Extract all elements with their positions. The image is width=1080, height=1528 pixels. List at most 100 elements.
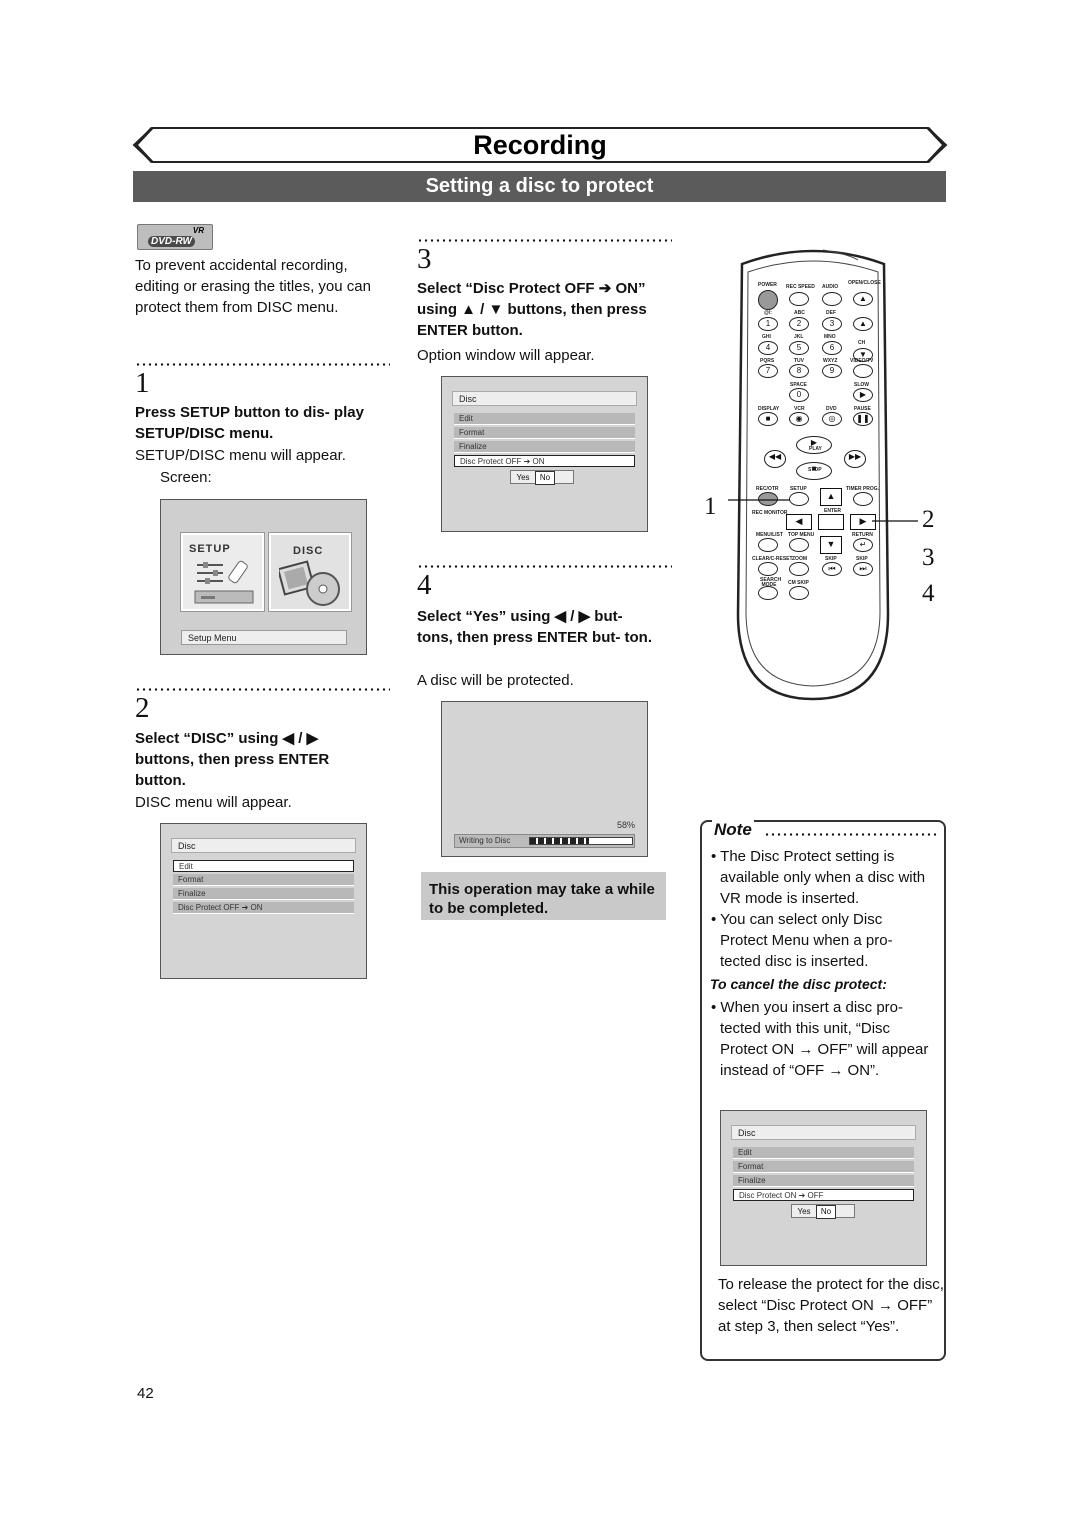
menu-item-edit[interactable]: Edit: [173, 860, 354, 872]
video-tv-button[interactable]: [853, 364, 873, 378]
digit-8-button[interactable]: 8: [789, 364, 809, 378]
zoom-button[interactable]: [789, 562, 809, 576]
progress-percent: 58%: [616, 820, 635, 830]
screen-caption: Screen:: [160, 469, 212, 486]
pause-button[interactable]: ❚❚: [853, 412, 873, 426]
badge-label: DVD-RW: [148, 236, 195, 247]
ch-down-button[interactable]: ▼: [853, 348, 873, 362]
cancel-bullet-text: When you insert a disc pro- tected with …: [720, 999, 929, 1079]
yes-no-dialog: Yes No: [791, 1204, 855, 1219]
step-result: DISC menu will appear.: [135, 794, 292, 811]
remote-buttons: POWER REC SPEED AUDIO OPEN/CLOSE ▲ @/: A…: [738, 252, 889, 692]
callout-4: 4: [922, 580, 935, 607]
stop-button[interactable]: ■: [796, 462, 832, 480]
menu-item-disc-protect[interactable]: Disc Protect ON ➔ OFF: [733, 1189, 914, 1201]
menu-item-format[interactable]: Format: [733, 1161, 914, 1173]
note-divider: [764, 833, 940, 836]
menu-item-format[interactable]: Format: [454, 427, 635, 439]
display-label: DISPLAY: [758, 406, 780, 412]
key5-label: JKL: [794, 334, 804, 340]
digit-3-button[interactable]: 3: [822, 317, 842, 331]
screen-header: Disc: [171, 838, 356, 853]
enter-button[interactable]: [818, 514, 844, 530]
key2-label: ABC: [794, 310, 805, 316]
yes-option[interactable]: Yes: [516, 473, 530, 482]
fast-forward-button[interactable]: ▶▶: [844, 450, 866, 468]
rewind-button[interactable]: ◀◀: [764, 450, 786, 468]
dvd-button[interactable]: ◎: [822, 412, 842, 426]
menu-list-button[interactable]: [758, 538, 778, 552]
cancel-title: To cancel the disc protect:: [710, 976, 887, 992]
rec-otr-button[interactable]: [758, 492, 778, 506]
display-button[interactable]: ■: [758, 412, 778, 426]
open-close-button[interactable]: ▲: [853, 292, 873, 306]
yes-option[interactable]: Yes: [797, 1207, 811, 1216]
menu-list-label: MENU/LIST: [756, 532, 783, 538]
intro-text: To prevent accidental recording, editing…: [135, 257, 371, 316]
menu-item-edit[interactable]: Edit: [733, 1147, 914, 1159]
digit-1-button[interactable]: 1: [758, 317, 778, 331]
no-option[interactable]: No: [816, 1205, 836, 1219]
vcr-button[interactable]: ◉: [789, 412, 809, 426]
left-arrow-button[interactable]: ◀: [786, 514, 812, 530]
digit-4-button[interactable]: 4: [758, 341, 778, 355]
key9-label: WXYZ: [823, 358, 838, 364]
no-option[interactable]: No: [535, 471, 555, 485]
return-button[interactable]: ↵: [853, 538, 873, 552]
right-arrow-button[interactable]: ▶: [850, 514, 876, 530]
ch-up-button[interactable]: ▲: [853, 317, 873, 331]
zoom-label: ZOOM: [792, 556, 807, 562]
up-arrow-button[interactable]: ▲: [820, 488, 842, 506]
cancel-option-screen: Disc Edit Format Finalize Disc Protect O…: [720, 1110, 927, 1266]
step-divider: [417, 565, 672, 568]
top-menu-button[interactable]: [789, 538, 809, 552]
rec-speed-button[interactable]: [789, 292, 809, 306]
skip-forward-button[interactable]: ⏭: [853, 562, 873, 576]
digit-6-button[interactable]: 6: [822, 341, 842, 355]
digit-0-button[interactable]: 0: [789, 388, 809, 402]
disc-tab-label: DISC: [293, 545, 324, 557]
key4-label: GHI: [762, 334, 771, 340]
audio-button[interactable]: [822, 292, 842, 306]
step-instruction: Press SETUP button to dis- play SETUP/DI…: [135, 404, 364, 442]
search-mode-button[interactable]: [758, 586, 778, 600]
note-box: Note • The Disc Protect setting is avail…: [700, 820, 946, 1361]
clear-reset-label: CLEAR/C-RESET: [752, 556, 793, 562]
release-instructions: To release the protect for the disc, sel…: [718, 1276, 944, 1335]
cm-skip-label: CM SKIP: [788, 580, 809, 586]
note-bullet-1: • The Disc Protect setting is available …: [711, 848, 926, 907]
menu-item-finalize[interactable]: Finalize: [173, 888, 354, 900]
down-arrow-button[interactable]: ▼: [820, 536, 842, 554]
clear-reset-button[interactable]: [758, 562, 778, 576]
callout-lines: [728, 499, 918, 522]
digit-5-button[interactable]: 5: [789, 341, 809, 355]
power-button[interactable]: [758, 290, 778, 310]
menu-item-finalize[interactable]: Finalize: [733, 1175, 914, 1187]
step-result: Option window will appear.: [417, 347, 595, 364]
play-button[interactable]: ▶: [796, 436, 832, 454]
digit-9-button[interactable]: 9: [822, 364, 842, 378]
setup-button[interactable]: [789, 492, 809, 506]
slow-button[interactable]: ▶: [853, 388, 873, 402]
step-divider: [135, 363, 390, 366]
note-title: Note: [712, 820, 754, 840]
skip-back-button[interactable]: ⏮: [822, 562, 842, 576]
option-window-screen: Disc Edit Format Finalize Disc Protect O…: [441, 376, 648, 532]
cm-skip-button[interactable]: [789, 586, 809, 600]
menu-item-finalize[interactable]: Finalize: [454, 441, 635, 453]
slow-label: SLOW: [854, 382, 869, 388]
setup-tab-panel: SETUP: [181, 533, 264, 611]
operation-time-note: This operation may take a while to be co…: [421, 872, 666, 920]
timer-prog-button[interactable]: [853, 492, 873, 506]
menu-item-format[interactable]: Format: [173, 874, 354, 886]
digit-2-button[interactable]: 2: [789, 317, 809, 331]
note-bullet-2: • You can select only Disc Protect Menu …: [711, 911, 893, 970]
menu-item-disc-protect[interactable]: Disc Protect OFF ➔ ON: [454, 455, 635, 467]
callout-3: 3: [922, 544, 935, 571]
progress-fill: [530, 838, 590, 844]
menu-item-edit[interactable]: Edit: [454, 413, 635, 425]
timer-prog-label: TIMER PROG.: [846, 486, 880, 492]
menu-item-disc-protect[interactable]: Disc Protect OFF ➔ ON: [173, 902, 354, 914]
digit-7-button[interactable]: 7: [758, 364, 778, 378]
ch-label: CH: [858, 340, 866, 346]
